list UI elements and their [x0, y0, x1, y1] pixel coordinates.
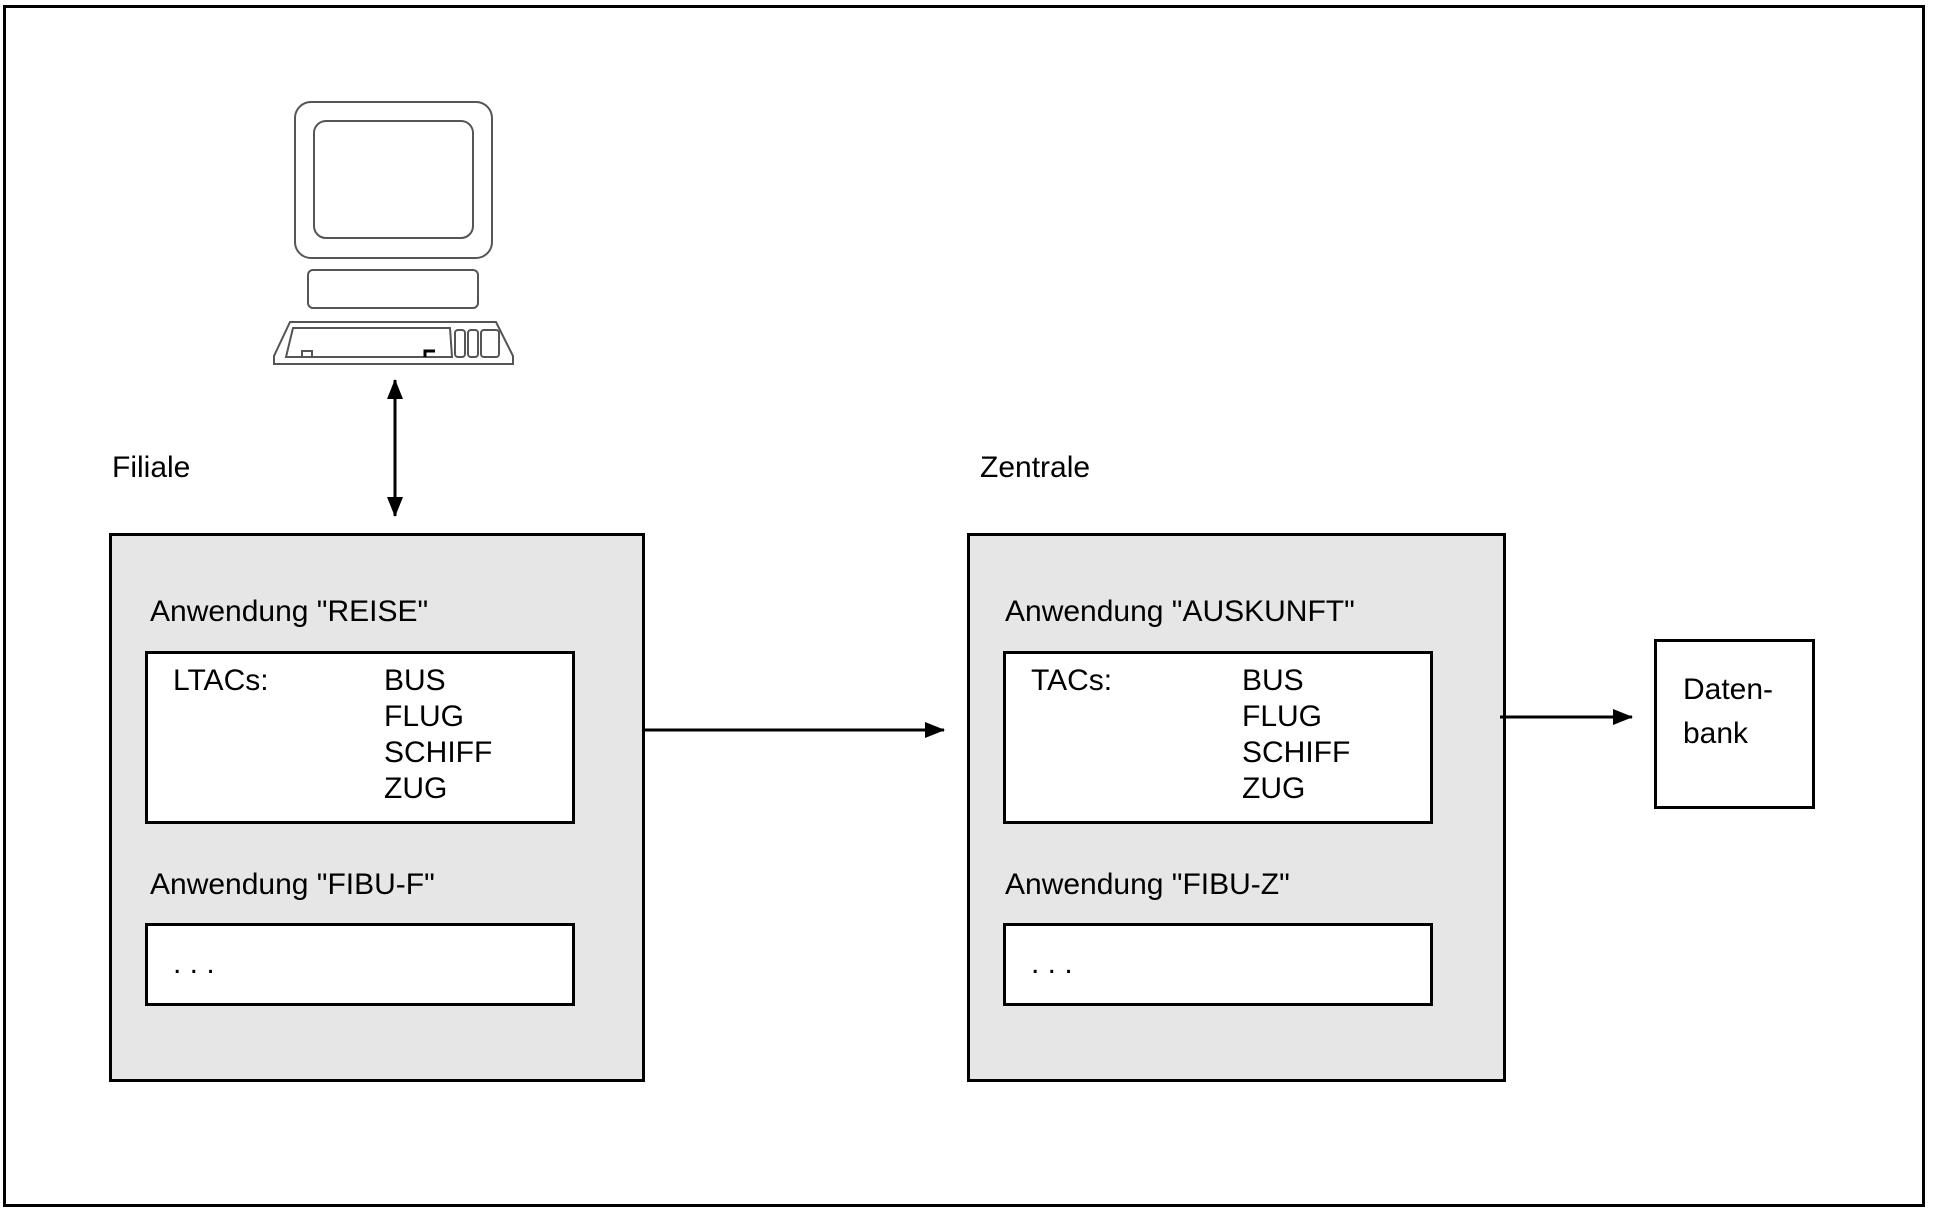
database-label-line2: bank: [1683, 717, 1749, 750]
tac-item: SCHIFF: [1242, 736, 1351, 769]
site-label-zentrale: Zentrale: [980, 451, 1091, 484]
database-label-line1: Daten-: [1683, 673, 1774, 706]
monitor-screen: [313, 120, 474, 239]
keyboard-key: [480, 329, 500, 358]
app-title-fibu-f: Anwendung "FIBU-F": [150, 868, 435, 901]
database-box: Daten- bank: [1654, 639, 1815, 809]
site-label-filiale: Filiale: [112, 451, 191, 484]
keyboard-notch: [423, 349, 435, 357]
ellipsis-text: . . .: [1031, 947, 1073, 980]
diagram-frame: [3, 5, 1925, 1207]
app-title-auskunft: Anwendung "AUSKUNFT": [1005, 595, 1355, 628]
app-title-reise: Anwendung "REISE": [150, 595, 429, 628]
tac-item: BUS: [384, 664, 446, 697]
tacs-list: BUS FLUG SCHIFF ZUG: [1242, 663, 1350, 807]
app-box-fibu-f: . . .: [145, 923, 575, 1006]
app-box-reise: LTACs: BUS FLUG SCHIFF ZUG: [145, 651, 575, 824]
computer-terminal-icon: [273, 101, 514, 365]
tac-item: ZUG: [1242, 772, 1306, 805]
keyboard-inner: [284, 327, 454, 358]
tac-item: FLUG: [1242, 700, 1323, 733]
app-title-fibu-z: Anwendung "FIBU-Z": [1005, 868, 1290, 901]
tac-item: BUS: [1242, 664, 1304, 697]
tac-item: SCHIFF: [384, 736, 493, 769]
tacs-label: TACs:: [1031, 664, 1113, 697]
app-box-fibu-z: . . .: [1003, 923, 1433, 1006]
keyboard-key: [454, 329, 466, 358]
ellipsis-text: . . .: [173, 947, 215, 980]
ltacs-label: LTACs:: [173, 664, 269, 697]
keyboard-key: [467, 329, 479, 358]
keyboard-notch: [301, 350, 313, 357]
tac-item: FLUG: [384, 700, 465, 733]
tac-item: ZUG: [384, 772, 448, 805]
app-box-auskunft: TACs: BUS FLUG SCHIFF ZUG: [1003, 651, 1433, 824]
monitor-base: [307, 269, 479, 309]
ltacs-list: BUS FLUG SCHIFF ZUG: [384, 663, 492, 807]
